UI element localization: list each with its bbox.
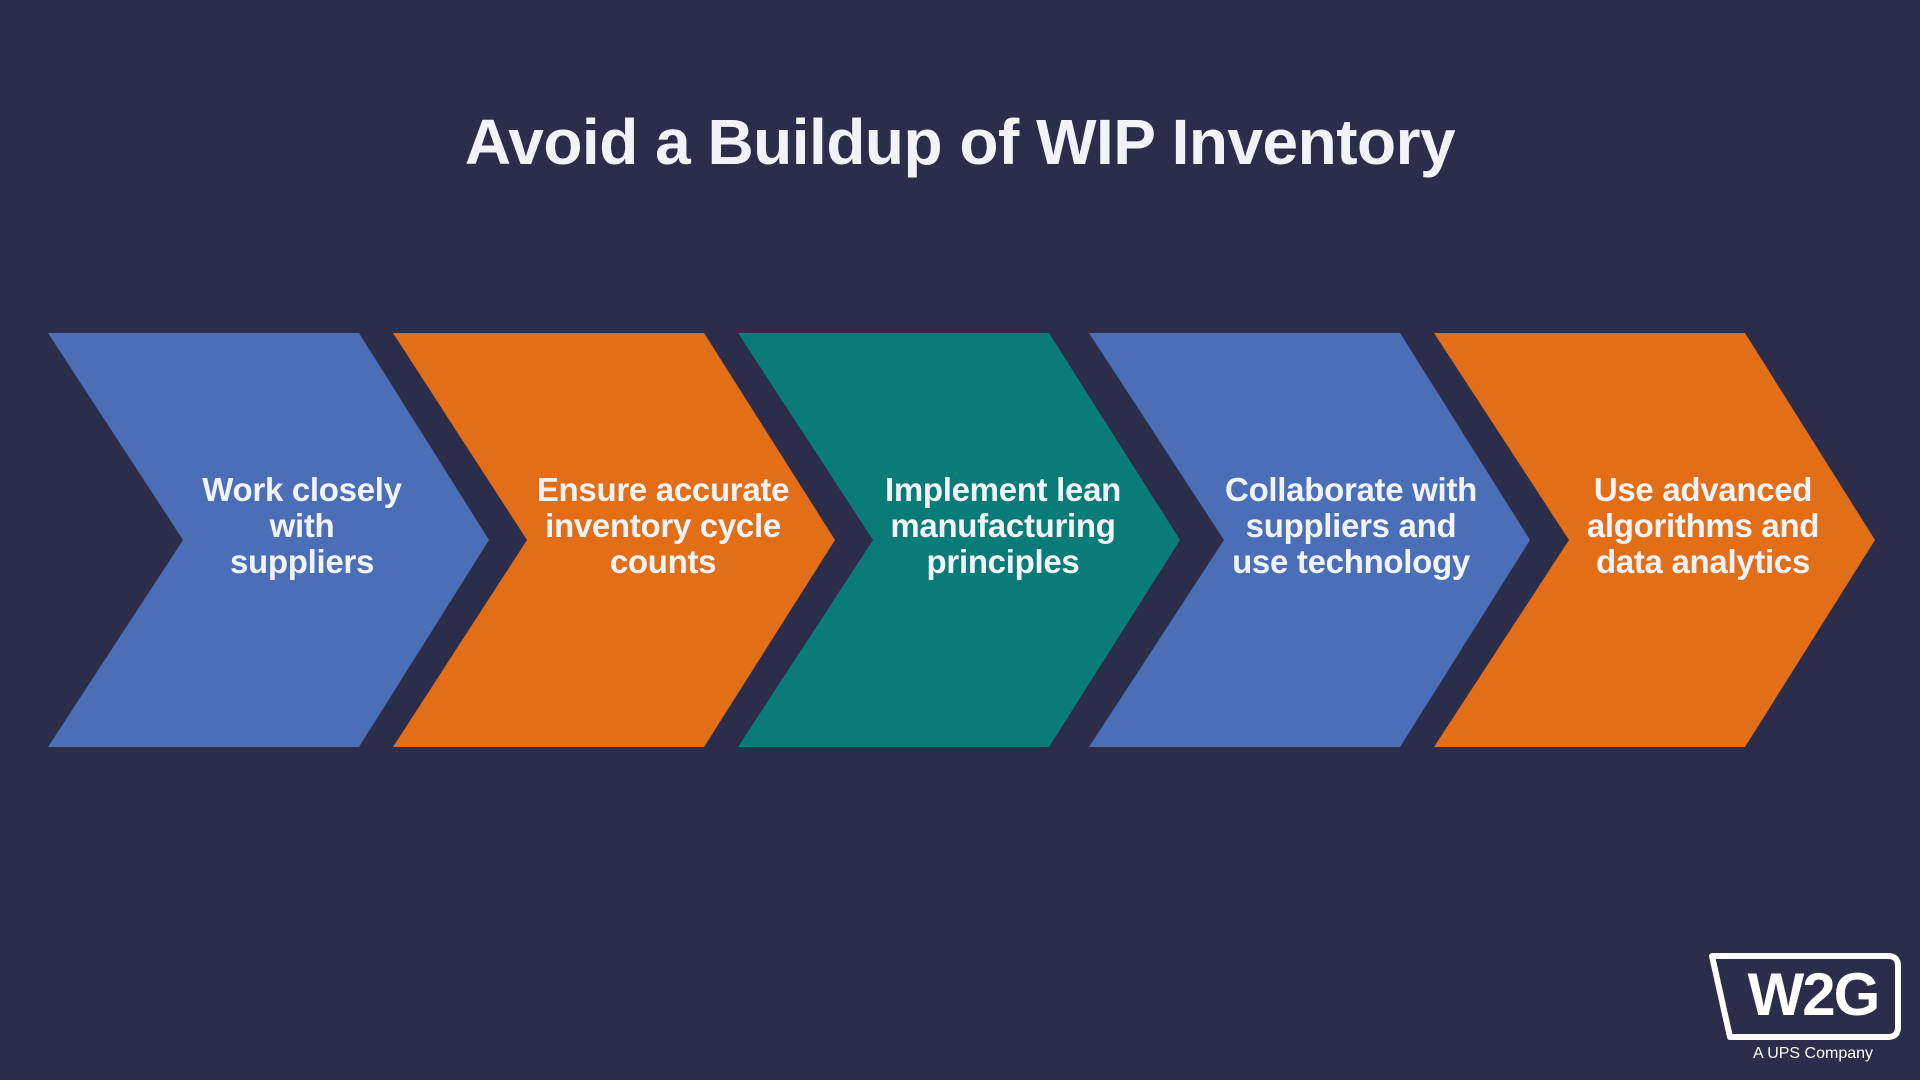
company-logo: W2G A UPS Company (1708, 952, 1904, 1080)
page-title: Avoid a Buildup of WIP Inventory (464, 106, 1456, 178)
step-4-line-1: Collaborate with (1225, 471, 1477, 508)
step-1-label: Work closely with suppliers (157, 472, 447, 580)
step-5-label: Use advanced algorithms and data analyti… (1558, 472, 1848, 580)
step-5-line-3: data analytics (1595, 543, 1811, 580)
step-1-line-1: Work closely (202, 471, 402, 508)
step-4-line-3: use technology (1232, 543, 1470, 580)
step-1-line-3: suppliers (229, 543, 374, 580)
step-2-label: Ensure accurate inventory cycle counts (518, 472, 808, 580)
step-3-label: Implement lean manufacturing principles (858, 472, 1148, 580)
step-2-line-1: Ensure accurate (536, 471, 790, 508)
step-3-line-1: Implement lean (884, 471, 1122, 508)
step-1-line-2: with (269, 507, 335, 544)
chevron-step-5 (1434, 333, 1875, 747)
step-5-line-2: algorithms and (1586, 507, 1820, 544)
chevron-step-3 (738, 333, 1180, 747)
logo-tagline: A UPS Company (1752, 1045, 1874, 1062)
chevron-step-4 (1089, 333, 1530, 747)
step-4-line-2: suppliers and (1245, 507, 1457, 544)
chevron-step-2 (393, 333, 835, 747)
step-3-line-2: manufacturing (890, 507, 1116, 544)
chevron-step-1 (48, 333, 489, 747)
step-2-line-2: inventory cycle (545, 507, 781, 544)
step-3-line-3: principles (926, 543, 1080, 580)
logo-mark: W2G (1747, 961, 1881, 1028)
step-4-label: Collaborate with suppliers and use techn… (1206, 472, 1496, 580)
step-5-line-1: Use advanced (1593, 471, 1813, 508)
logo-frame-icon (1709, 953, 1901, 1040)
step-2-line-3: counts (609, 543, 717, 580)
